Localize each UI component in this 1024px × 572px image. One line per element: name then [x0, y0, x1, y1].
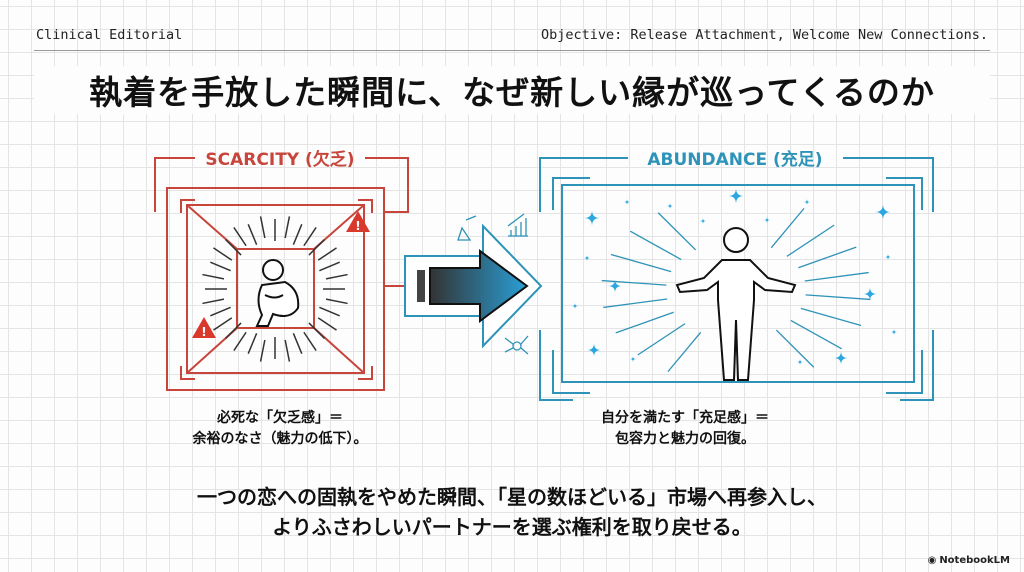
warning-icon: ! ! — [192, 211, 370, 339]
svg-text:!: ! — [355, 219, 360, 233]
ray-line — [202, 273, 225, 280]
ray-line — [319, 306, 340, 317]
header-divider — [34, 50, 990, 51]
scarcity-caption: 必死な「欠乏感」＝ 余裕のなさ（魅力の低下）。 — [150, 408, 410, 450]
sparkle-icon — [587, 343, 601, 357]
ray-line — [292, 224, 303, 245]
ray-line — [805, 294, 871, 301]
ray-line — [319, 261, 340, 272]
sparkle-icon — [624, 199, 630, 205]
sparkle-icon — [797, 359, 803, 365]
sparkle-icon — [584, 210, 600, 226]
ray-line — [610, 253, 672, 273]
abundance-caption-line2: 包容力と魅力の回復。 — [615, 431, 755, 447]
ray-line — [210, 306, 231, 317]
ray-line — [247, 224, 258, 245]
sparkle-icon — [764, 217, 770, 223]
ray-line — [786, 224, 835, 257]
ray-line — [303, 331, 317, 351]
ray-line — [259, 339, 266, 362]
sparkle-icon — [891, 329, 897, 335]
sparkle-icon — [630, 356, 636, 362]
ray-line — [202, 298, 225, 305]
ray-line — [325, 298, 348, 305]
ray-line — [308, 322, 326, 340]
conclusion-text: 一つの恋への固執をやめた瞬間、「星の数ほどいる」市場へ再参入し、 よりふさわしい… — [0, 482, 1024, 542]
sparkle-icon — [728, 188, 744, 204]
svg-text:!: ! — [201, 325, 206, 339]
ray-line — [233, 331, 247, 351]
conclusion-line1: 一つの恋への固執をやめた瞬間、「星の数ほどいる」市場へ再参入し、 — [197, 485, 827, 509]
sparkle-icon — [667, 203, 673, 209]
ray-line — [292, 333, 303, 354]
sparkle-icon — [572, 303, 578, 309]
ray-line — [213, 317, 233, 331]
ray-line — [657, 212, 697, 251]
ray-line — [770, 207, 805, 249]
ray-line — [213, 247, 233, 261]
sparkle-icon — [804, 199, 810, 205]
scarcity-label: SCARCITY (欠乏) — [205, 149, 354, 170]
ray-line — [804, 271, 869, 282]
ray-line — [615, 311, 674, 334]
transition-arrow-icon — [404, 223, 543, 349]
ray-line — [798, 246, 857, 269]
stress-lines-icon — [202, 216, 348, 362]
growth-chart-icon — [507, 213, 528, 237]
ray-line — [601, 279, 667, 286]
sparkle-icon — [584, 255, 590, 261]
sparkle-icons — [572, 188, 897, 365]
open-arms-person-icon — [675, 227, 797, 381]
ray-line — [259, 216, 266, 239]
ray-line — [317, 247, 337, 261]
crouching-person-icon — [255, 259, 300, 327]
abundance-label: ABUNDANCE (充足) — [647, 149, 822, 170]
ray-line — [800, 307, 862, 327]
scarcity-caption-line2: 余裕のなさ（魅力の低下）。 — [192, 431, 368, 447]
ray-line — [284, 216, 291, 239]
ray-line — [629, 230, 682, 261]
page-title: 執着を手放した瞬間に、なぜ新しい縁が巡ってくるのか — [34, 66, 990, 114]
network-icon — [504, 335, 529, 355]
scarcity-caption-line1: 必死な「欠乏感」＝ — [217, 410, 343, 426]
ray-line — [303, 227, 317, 247]
header-left-label: Clinical Editorial — [36, 27, 183, 43]
ray-line — [603, 298, 668, 309]
sparkle-icon — [885, 254, 891, 260]
ray-line — [284, 339, 291, 362]
ray-line — [308, 238, 326, 256]
abundance-panel — [539, 157, 934, 401]
ray-line — [317, 317, 337, 331]
ray-line — [325, 273, 348, 280]
sparkle-icon — [834, 351, 848, 365]
flask-icon — [457, 215, 477, 241]
scarcity-panel — [154, 157, 409, 391]
conclusion-line2: よりふさわしいパートナーを選ぶ権利を取り戻せる。 — [272, 515, 752, 539]
header-objective: Objective: Release Attachment, Welcome N… — [540, 27, 988, 43]
radiance-lines-icon — [601, 207, 871, 373]
sparkle-icon — [875, 204, 891, 220]
ray-line — [224, 238, 242, 256]
ray-line — [233, 227, 247, 247]
notebooklm-logo: ◉ NotebookLM — [928, 555, 1010, 566]
notebooklm-icon: ◉ — [927, 555, 937, 566]
ray-line — [637, 323, 686, 356]
abundance-caption: 自分を満たす「充足感」＝ 包容力と魅力の回復。 — [555, 408, 815, 450]
ray-line — [667, 331, 702, 373]
sparkle-icon — [608, 279, 622, 293]
ray-line — [224, 322, 242, 340]
ray-line — [210, 261, 231, 272]
abundance-caption-line1: 自分を満たす「充足感」＝ — [601, 410, 769, 426]
sparkle-icon — [700, 218, 706, 224]
ray-line — [790, 319, 843, 350]
logo-text: NotebookLM — [939, 555, 1010, 566]
ray-line — [247, 333, 258, 354]
sparkle-icon — [863, 287, 877, 301]
ray-line — [775, 329, 815, 368]
